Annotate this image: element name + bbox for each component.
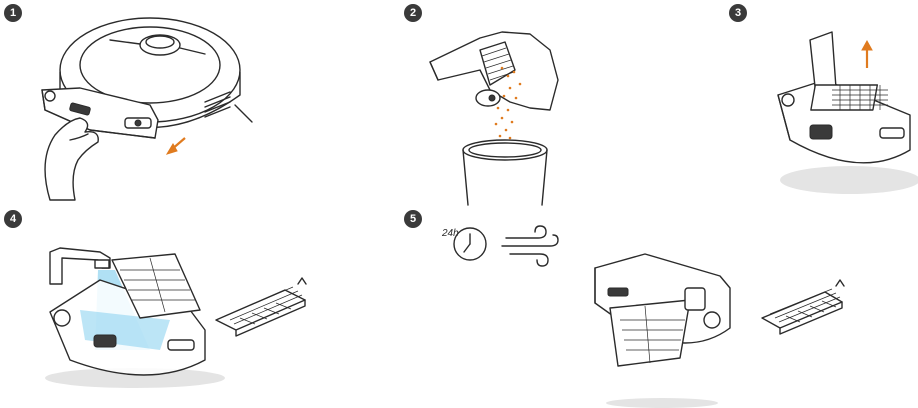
air-dry-icon [502, 226, 558, 266]
filter-icon [216, 287, 305, 336]
step-4-illustration [40, 240, 320, 390]
step-1-illustration [30, 10, 260, 200]
step-1-number: 1 [10, 7, 16, 19]
arrow-icon [862, 41, 872, 68]
step-5-illustration [590, 248, 910, 408]
step-4-number: 4 [10, 213, 16, 225]
filter-icon [762, 289, 842, 334]
step-3-badge: 3 [729, 4, 747, 22]
clock-icon [454, 228, 486, 260]
step-3-illustration [770, 30, 918, 195]
step-5-number: 5 [410, 213, 416, 225]
step-5-icons: 24h [440, 222, 570, 272]
step-5-badge: 5 [404, 210, 422, 228]
arrow-icon [167, 138, 185, 154]
step-2-illustration [410, 10, 580, 205]
step-3-number: 3 [735, 7, 741, 19]
step-4-badge: 4 [4, 210, 22, 228]
dry-time-label: 24h [441, 228, 459, 239]
step-1-badge: 1 [4, 4, 22, 22]
